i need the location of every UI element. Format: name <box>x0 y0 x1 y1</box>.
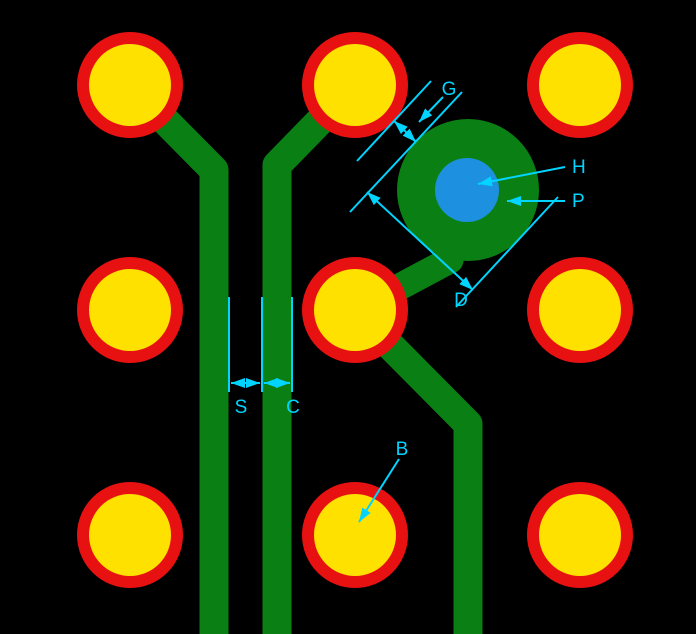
leader-line-g <box>418 96 444 123</box>
dimension-label-b: B <box>396 439 409 460</box>
pad-center <box>539 44 621 126</box>
diameter-dimension-arrow-up <box>366 191 421 242</box>
annotations: G H P D S C B <box>228 79 586 523</box>
pad-bottom-center <box>302 482 408 588</box>
pad-middle-right <box>527 257 633 363</box>
pad-center <box>314 44 396 126</box>
dimension-label-s: S <box>235 397 248 418</box>
pad-top-center <box>302 32 408 138</box>
pad-top-left <box>77 32 183 138</box>
diameter-dimension-arrow-down <box>419 240 474 291</box>
pad-bottom-right <box>527 482 633 588</box>
pad-top-right <box>527 32 633 138</box>
trace-from-middle-center-pad <box>344 299 483 634</box>
leader-line-b <box>358 458 400 523</box>
dimension-label-g: G <box>442 79 457 100</box>
dimension-label-c: C <box>286 397 300 418</box>
dimension-label-p: P <box>572 191 585 212</box>
pad-center <box>314 494 396 576</box>
pad-middle-left <box>77 257 183 363</box>
pad-center <box>89 494 171 576</box>
pad-middle-center <box>302 257 408 363</box>
dimension-label-d: D <box>454 290 468 311</box>
leader-line-h <box>477 166 566 187</box>
pad-center <box>89 269 171 351</box>
pad-bottom-left <box>77 482 183 588</box>
gap-dimension-arrow-down <box>402 128 417 143</box>
via <box>397 119 539 261</box>
dimension-label-h: H <box>572 157 586 178</box>
pad-center <box>89 44 171 126</box>
gap-dimension-arrow-up <box>393 120 408 135</box>
via-hole <box>435 158 499 222</box>
pad-grid <box>77 32 633 588</box>
pad-center <box>314 269 396 351</box>
pad-center <box>539 269 621 351</box>
pad-center <box>539 494 621 576</box>
